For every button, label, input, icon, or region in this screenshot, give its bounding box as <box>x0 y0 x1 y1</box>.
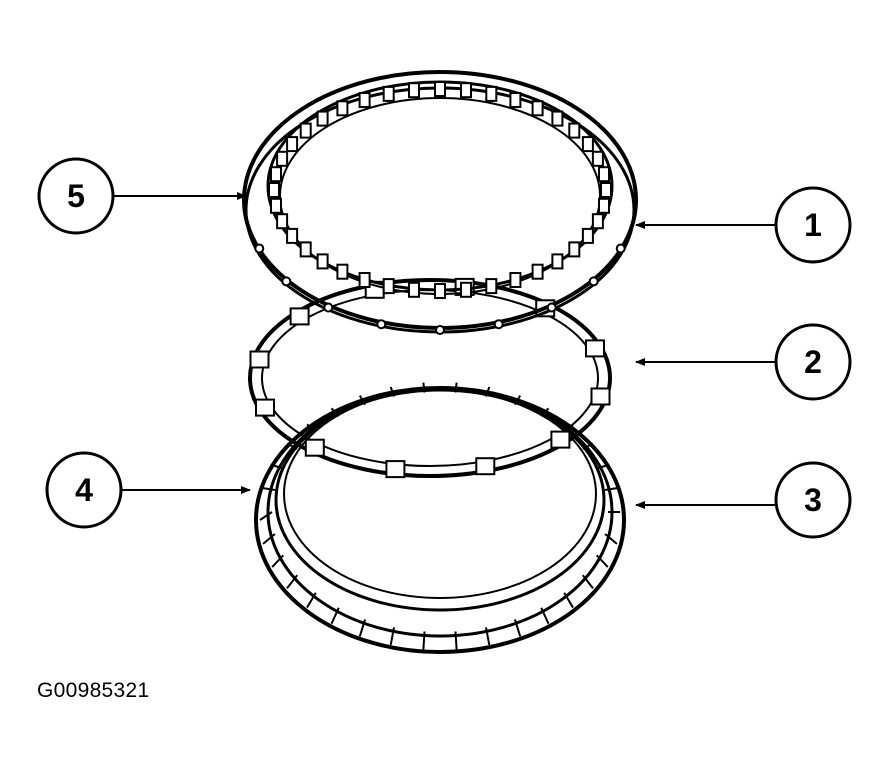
callout-4: 4 <box>45 451 251 529</box>
upper-roller-ring <box>242 70 638 335</box>
callout-2-label: 2 <box>804 344 822 380</box>
callout-2: 2 <box>635 323 852 401</box>
callout-3: 3 <box>635 461 852 539</box>
callout-5-label: 5 <box>67 178 85 214</box>
lower-toothed-ring <box>254 382 626 654</box>
callout-1-label: 1 <box>804 207 822 243</box>
callout-1: 1 <box>635 186 852 264</box>
callout-3-label: 3 <box>804 482 822 518</box>
figure-id: G00985321 <box>37 679 150 702</box>
callout-4-label: 4 <box>75 472 93 508</box>
callout-5: 5 <box>37 157 247 235</box>
